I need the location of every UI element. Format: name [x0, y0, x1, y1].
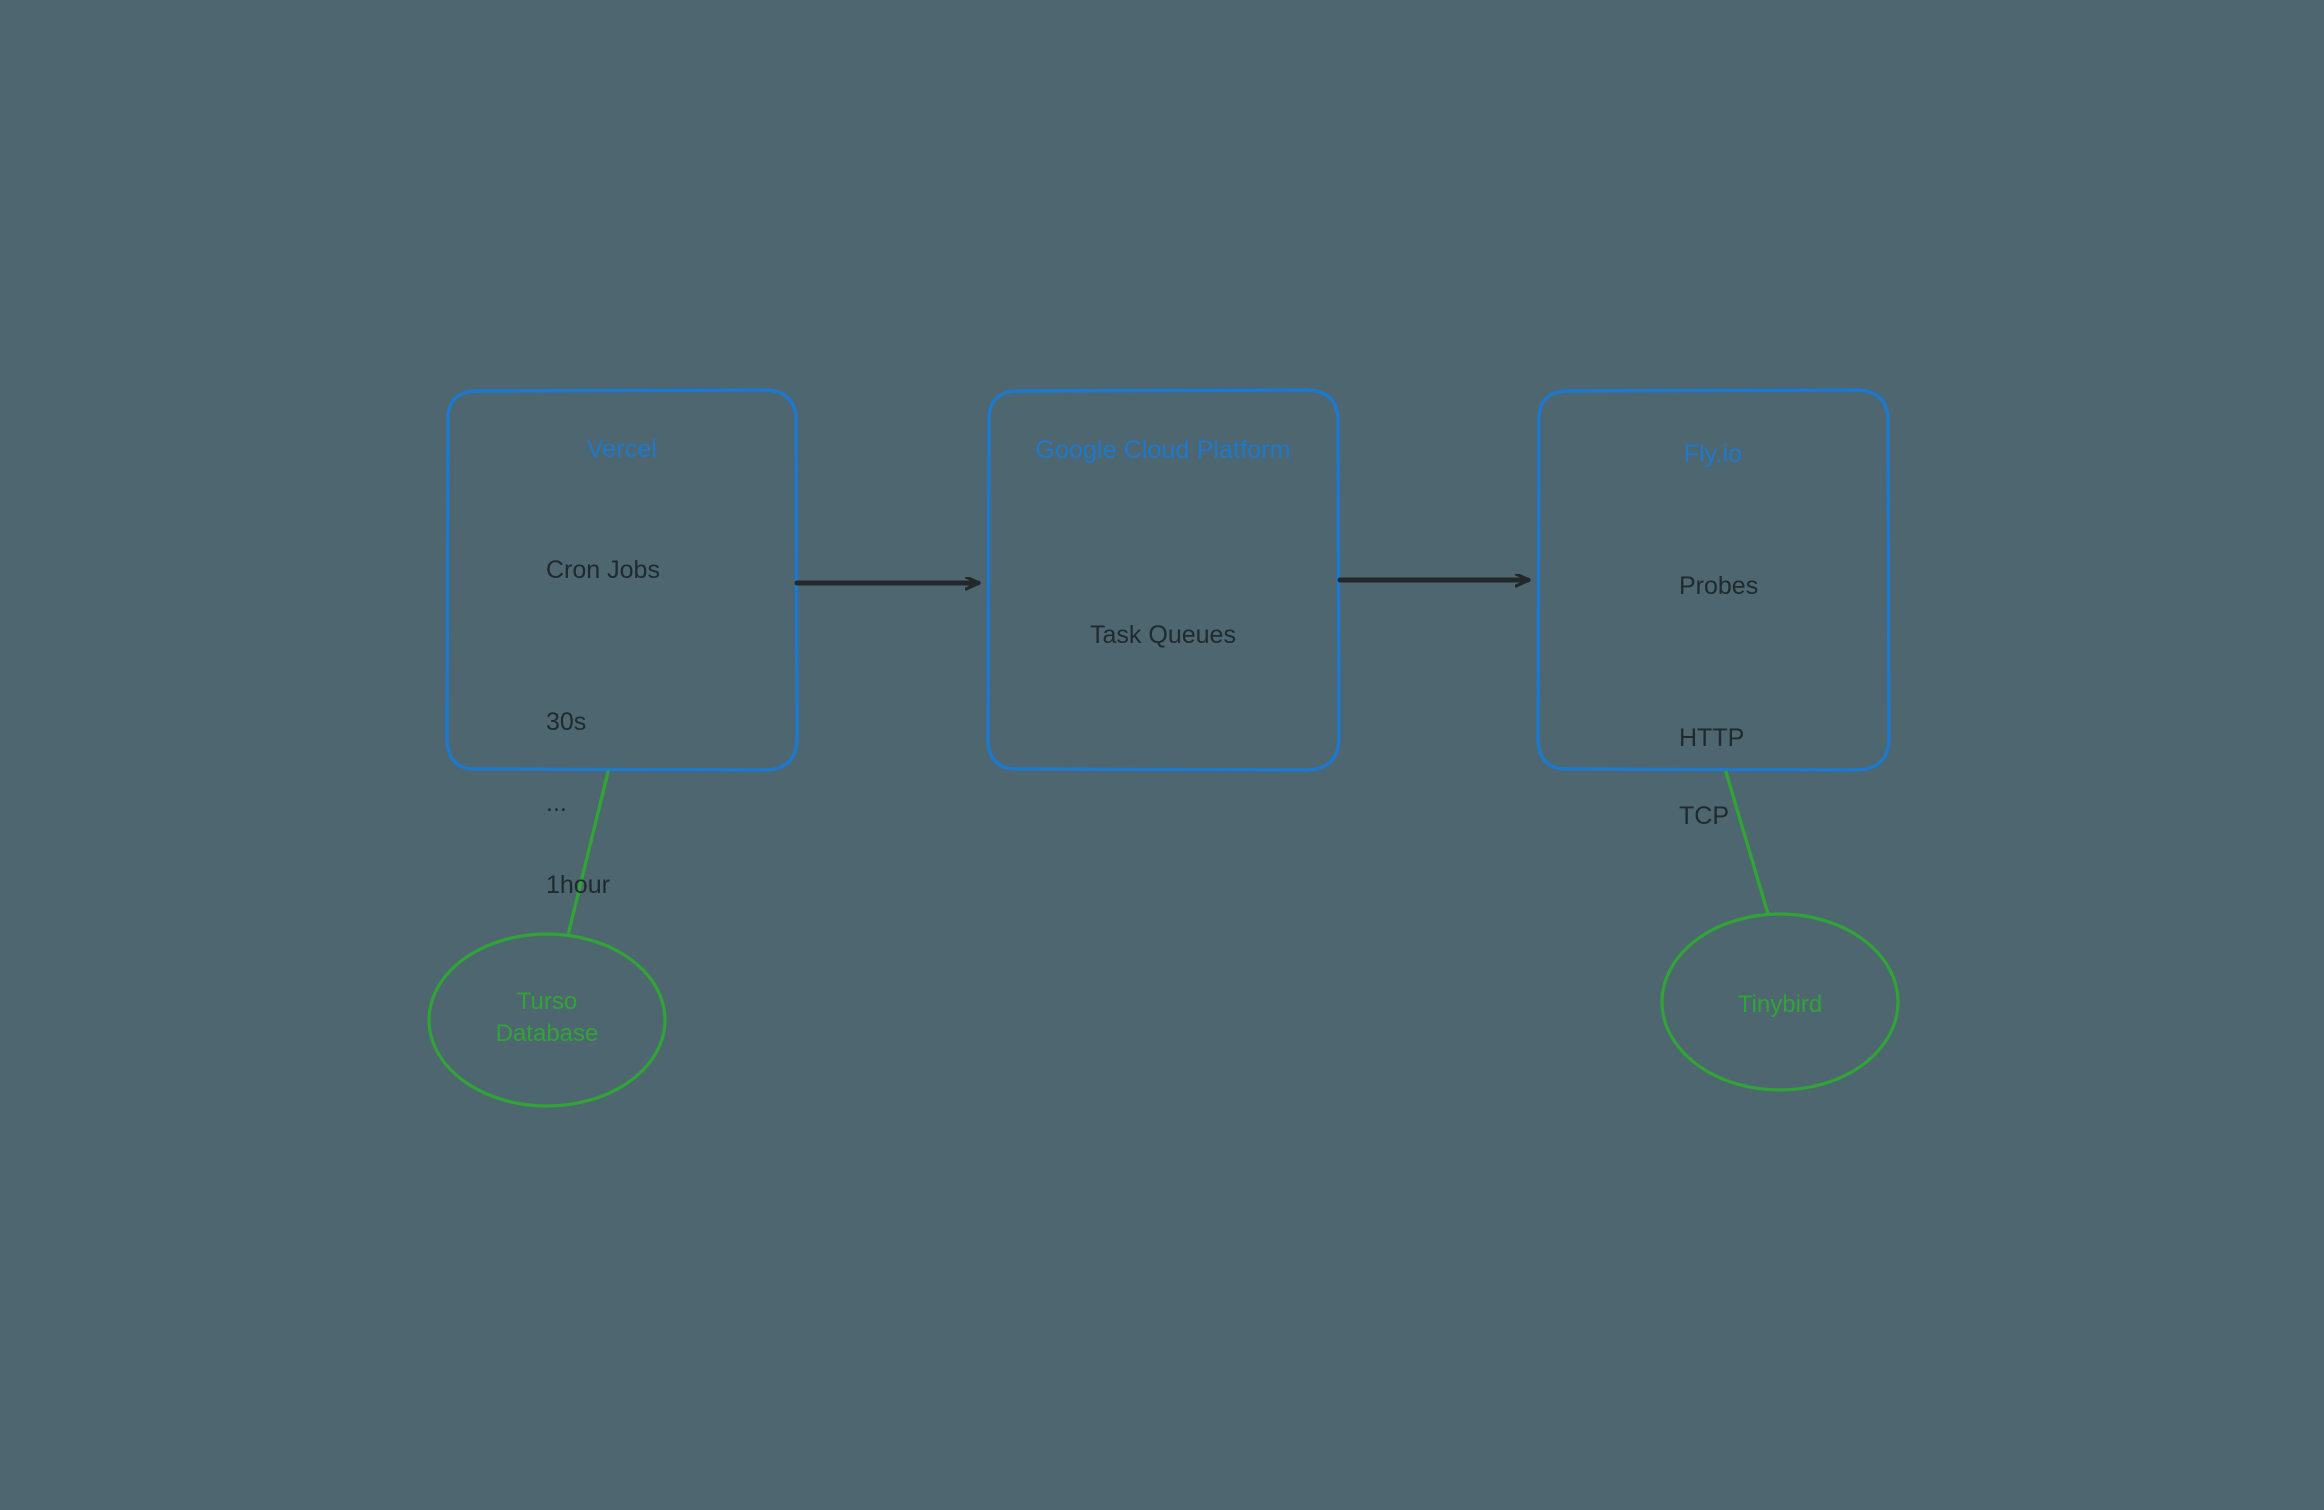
- node-flyio[interactable]: Fly.io Probes HTTP TCP: [1538, 390, 1888, 830]
- node-vercel-title: Vercel: [586, 435, 658, 463]
- store-tinybird[interactable]: Tinybird: [1662, 914, 1898, 1090]
- node-flyio-line-3: TCP: [1679, 802, 1729, 830]
- node-vercel-line-4: 1hour: [546, 871, 610, 900]
- link-vercel-to-turso: [566, 770, 610, 937]
- store-outline-turso[interactable]: [427, 932, 667, 1108]
- node-flyio-line-0: Probes: [1679, 572, 1759, 600]
- node-vercel-line-3: ...: [546, 789, 567, 817]
- store-turso-label: Turso Database: [495, 988, 599, 1047]
- node-gcp-body: Task Queues: [988, 573, 1338, 698]
- node-flyio-line-2: HTTP: [1679, 724, 1745, 752]
- node-vercel-line-2: 30s: [546, 708, 587, 736]
- store-tinybird-label: Tinybird: [1737, 991, 1823, 1018]
- node-vercel-line-0: Cron Jobs: [546, 556, 660, 584]
- node-vercel[interactable]: Vercel Cron Jobs 30s ... 1hour: [447, 390, 797, 899]
- store-turso[interactable]: Turso Database: [429, 934, 665, 1106]
- node-vercel-body: Cron Jobs 30s ... 1hour: [546, 508, 660, 950]
- node-gcp-title: Google Cloud Platform: [1035, 436, 1291, 464]
- node-flyio-body: Probes HTTP TCP: [1679, 524, 1758, 881]
- node-gcp-line-0: Task Queues: [1090, 621, 1236, 649]
- node-outline-flyio[interactable]: [1536, 388, 1891, 772]
- node-flyio-spacer: [1679, 649, 1758, 676]
- node-outline-vercel[interactable]: [445, 388, 799, 772]
- node-gcp[interactable]: Google Cloud Platform Task Queues: [988, 390, 1338, 770]
- node-vercel-spacer: [546, 633, 660, 660]
- node-flyio-title: Fly.io: [1683, 440, 1743, 468]
- node-outline-gcp[interactable]: [986, 388, 1341, 772]
- link-flyio-to-tinybird: [1724, 770, 1770, 916]
- store-outline-tinybird[interactable]: [1660, 912, 1900, 1092]
